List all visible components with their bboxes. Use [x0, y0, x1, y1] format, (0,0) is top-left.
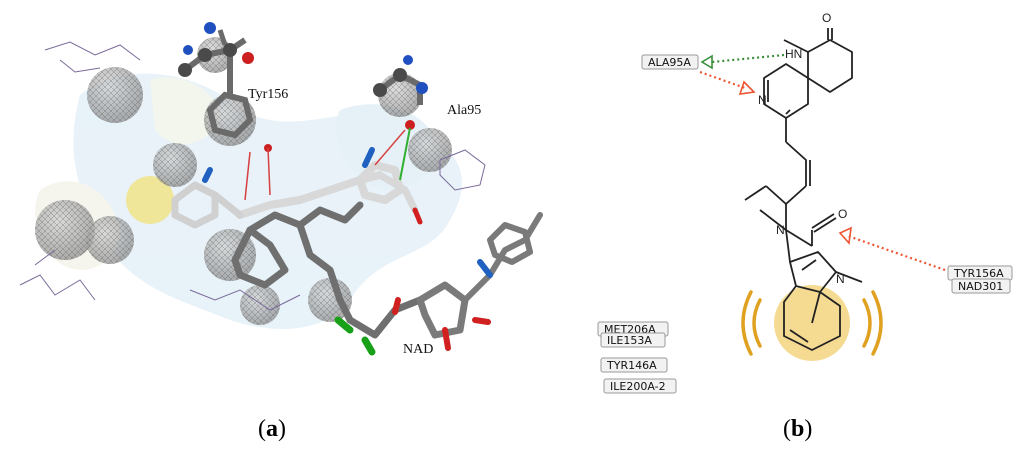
- residue-box-ala95: ALA95A: [641, 54, 699, 70]
- mesh-sphere: [86, 216, 134, 264]
- ala95-residue: [373, 55, 428, 130]
- label-tyr156: Tyr156: [248, 87, 288, 102]
- mesh-sphere: [240, 285, 280, 325]
- atom-hn: HN: [785, 47, 802, 61]
- hbond-acceptor-line-tyr: [847, 234, 946, 272]
- interaction-diagram: O HN N N O N ALA95A TYR156A NAD301: [597, 11, 1013, 394]
- caption-b-close: ): [804, 416, 813, 442]
- atom-n-amide: N: [776, 223, 785, 237]
- residue-box-nad301: NAD301: [951, 278, 1011, 294]
- arrowhead-orange-ala: [738, 80, 756, 95]
- residue-box-tyr146: TYR146A: [600, 357, 668, 373]
- hydrophobic-highlight: [126, 176, 174, 224]
- caption-b-letter: b: [791, 416, 805, 442]
- residue-label-ile200: ILE200A-2: [610, 380, 666, 393]
- tyr156-residue: [178, 22, 272, 152]
- ligand-2d-structure: [744, 28, 863, 351]
- caption-b-open: (: [783, 416, 791, 442]
- atom-o-top: O: [822, 11, 831, 25]
- label-ala95: Ala95: [447, 103, 481, 118]
- residue-label-tyr156: TYR156A: [953, 267, 1004, 280]
- hbond-acceptor-line-ala: [699, 70, 746, 90]
- hbond-lines-3d: [244, 127, 411, 201]
- caption-a-close: ): [278, 416, 286, 442]
- hydrophobic-arcs: [741, 290, 883, 356]
- arrowhead-green: [700, 54, 713, 70]
- mesh-sphere: [153, 143, 197, 187]
- label-nad: NAD: [403, 342, 433, 357]
- residue-box-ile153: ILE153A: [600, 332, 666, 348]
- residue-box-ile200: ILE200A-2: [603, 378, 677, 394]
- arrowhead-orange-tyr: [838, 226, 852, 245]
- caption-a-letter: a: [266, 416, 278, 442]
- mesh-sphere: [308, 278, 352, 322]
- caption-b: (b): [783, 416, 812, 443]
- binding-pocket-render: Tyr156 Ala95 NAD: [19, 22, 543, 357]
- mesh-sphere: [408, 128, 452, 172]
- residue-label-nad301: NAD301: [958, 280, 1003, 293]
- hbond-arrows-2d: [699, 53, 946, 272]
- atom-n-indole: N: [836, 272, 845, 286]
- atom-o-amide: O: [838, 207, 847, 221]
- residue-box-tyr156: TYR156A: [947, 265, 1013, 281]
- caption-a: (a): [258, 416, 286, 443]
- panel-a-3d-view: Tyr156 Ala95 NAD: [0, 0, 560, 410]
- residue-label-ala95: ALA95A: [648, 56, 691, 69]
- mesh-sphere: [87, 67, 143, 123]
- caption-a-open: (: [258, 416, 266, 442]
- hbond-donor-line: [711, 53, 785, 64]
- panel-b-2d-diagram: O HN N N O N ALA95A TYR156A NAD301: [580, 0, 1024, 410]
- residue-label-ile153: ILE153A: [607, 334, 652, 347]
- atom-n-ring: N: [758, 93, 767, 107]
- wire-residues: [19, 41, 486, 311]
- nad-stick-model: [231, 201, 543, 356]
- mesh-sphere: [35, 200, 95, 260]
- residue-label-tyr146: TYR146A: [606, 359, 657, 372]
